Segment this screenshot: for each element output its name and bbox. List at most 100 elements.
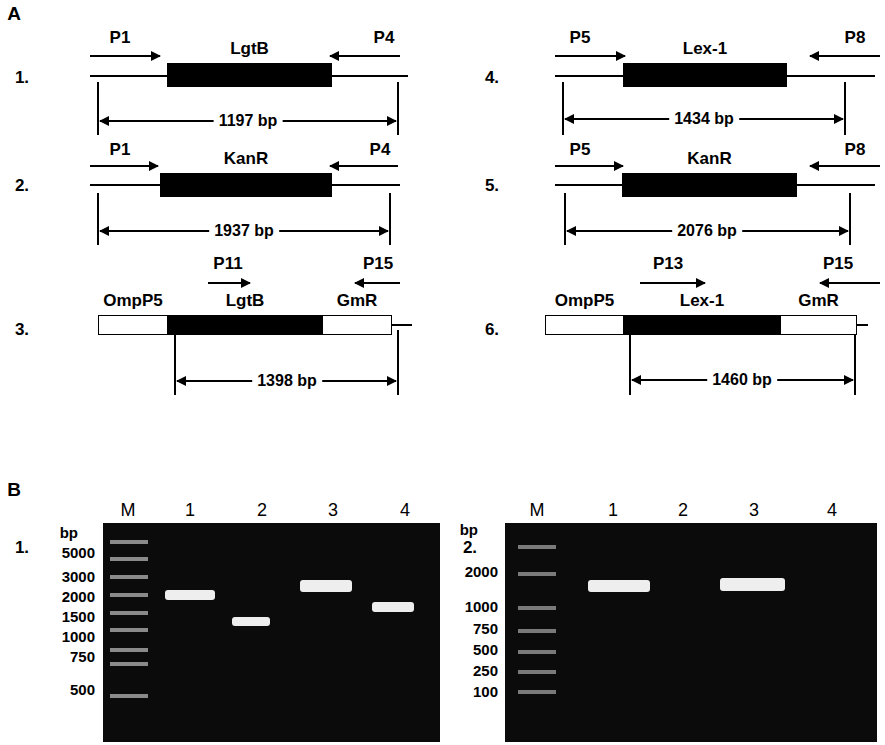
gene-block — [622, 173, 797, 197]
figure-number: 3. — [15, 320, 29, 340]
gene-box: LgtB — [167, 289, 323, 335]
gene-box: Lex-1 — [623, 289, 781, 335]
ladder-band — [110, 648, 148, 652]
primer-label: P8 — [845, 28, 866, 48]
primer-arrow — [555, 165, 623, 167]
gene-name: KanR — [602, 147, 817, 171]
gene-box: LgtB — [167, 37, 332, 87]
gene-box: GmR — [322, 289, 392, 335]
gene-name: Lex-1 — [603, 37, 807, 61]
gene-block — [780, 315, 857, 335]
gene-block — [322, 315, 392, 335]
lane-label: 1 — [608, 500, 618, 521]
primer-label: P5 — [570, 28, 591, 48]
ladder-band — [518, 670, 556, 674]
primer-label: P15 — [823, 254, 853, 274]
primer-arrow — [208, 282, 250, 284]
figure-number: 1. — [15, 538, 29, 558]
gene-name: OmpP5 — [78, 289, 188, 313]
gene-box: OmpP5 — [98, 289, 168, 335]
figure-number: 6. — [485, 320, 499, 340]
ladder-band — [110, 694, 148, 698]
gene-block — [623, 63, 787, 87]
marker-size: 2000 — [62, 588, 95, 605]
primer-arrow — [330, 55, 400, 57]
size-label: 1937 bp — [209, 222, 279, 240]
gene-block — [160, 173, 332, 197]
marker-size: 3000 — [62, 568, 95, 585]
marker-size: 1000 — [465, 598, 498, 615]
ladder-band — [110, 540, 148, 544]
size-label: 1460 bp — [707, 371, 777, 389]
marker-size: 250 — [473, 662, 498, 679]
primer-label: P4 — [374, 28, 395, 48]
dimension-tick — [564, 193, 566, 245]
figure-number: 4. — [485, 68, 499, 88]
size-label: 1434 bp — [669, 110, 739, 128]
marker-size: 750 — [473, 620, 498, 637]
size-label: 1398 bp — [252, 372, 322, 390]
primer-arrow — [820, 282, 880, 284]
lane-label: M — [121, 500, 136, 521]
gene-box: Lex-1 — [623, 37, 787, 87]
gene-name: GmR — [302, 289, 412, 313]
gene-name: LgtB — [147, 289, 343, 313]
primer-label: P11 — [213, 254, 242, 274]
primer-label: P13 — [653, 254, 683, 274]
dimension-tick — [174, 330, 176, 395]
ladder-band — [518, 545, 556, 549]
figure-number: 1. — [15, 68, 29, 88]
dimension-tick — [397, 82, 399, 135]
figure-number: 2. — [15, 176, 29, 196]
marker-size: 750 — [70, 648, 95, 665]
dna-band — [588, 580, 650, 592]
marker-size: 5000 — [62, 544, 95, 561]
ladder-band — [518, 650, 556, 654]
primer-label: P1 — [110, 28, 131, 48]
marker-size: 2000 — [465, 563, 498, 580]
lane-label: 2 — [678, 500, 688, 521]
primer-arrow — [90, 55, 160, 57]
dna-band — [165, 590, 215, 600]
gene-box: OmpP5 — [545, 289, 624, 335]
primer-arrow — [640, 282, 705, 284]
primer-label: P15 — [363, 254, 393, 274]
ladder-band — [518, 690, 556, 694]
gene-block — [98, 315, 168, 335]
marker-size: bp — [60, 524, 78, 541]
primer-label: P8 — [845, 140, 866, 160]
lane-label: M — [530, 500, 545, 521]
gene-block — [623, 315, 781, 335]
gene-name: Lex-1 — [603, 289, 801, 313]
ladder-band — [110, 593, 148, 597]
primer-arrow — [555, 55, 625, 57]
dna-band — [720, 578, 785, 591]
lane-label: 3 — [749, 500, 759, 521]
gene-block — [167, 315, 323, 335]
dimension-tick — [97, 193, 99, 245]
gene-name: GmR — [760, 289, 877, 313]
gene-name: KanR — [140, 147, 352, 171]
ladder-band — [110, 575, 148, 579]
lane-label: 4 — [400, 500, 410, 521]
gene-block — [167, 63, 332, 87]
lane-label: 2 — [257, 500, 267, 521]
dimension-tick — [854, 330, 856, 395]
dna-band — [300, 580, 352, 592]
ladder-band — [110, 557, 148, 561]
marker-size: 1500 — [62, 608, 95, 625]
panel-letter: B — [7, 479, 21, 501]
primer-arrow — [355, 282, 400, 284]
primer-label: P4 — [370, 140, 391, 160]
size-label: 2076 bp — [672, 222, 742, 240]
ladder-band — [110, 662, 148, 666]
primer-arrow — [90, 165, 158, 167]
dimension-tick — [849, 193, 851, 245]
primer-arrow — [330, 165, 398, 167]
lane-label: 1 — [185, 500, 195, 521]
ladder-band — [518, 629, 556, 633]
primer-label: P1 — [110, 140, 131, 160]
gene-box: GmR — [780, 289, 857, 335]
primer-arrow — [810, 55, 880, 57]
figure-number: 2. — [463, 538, 477, 558]
